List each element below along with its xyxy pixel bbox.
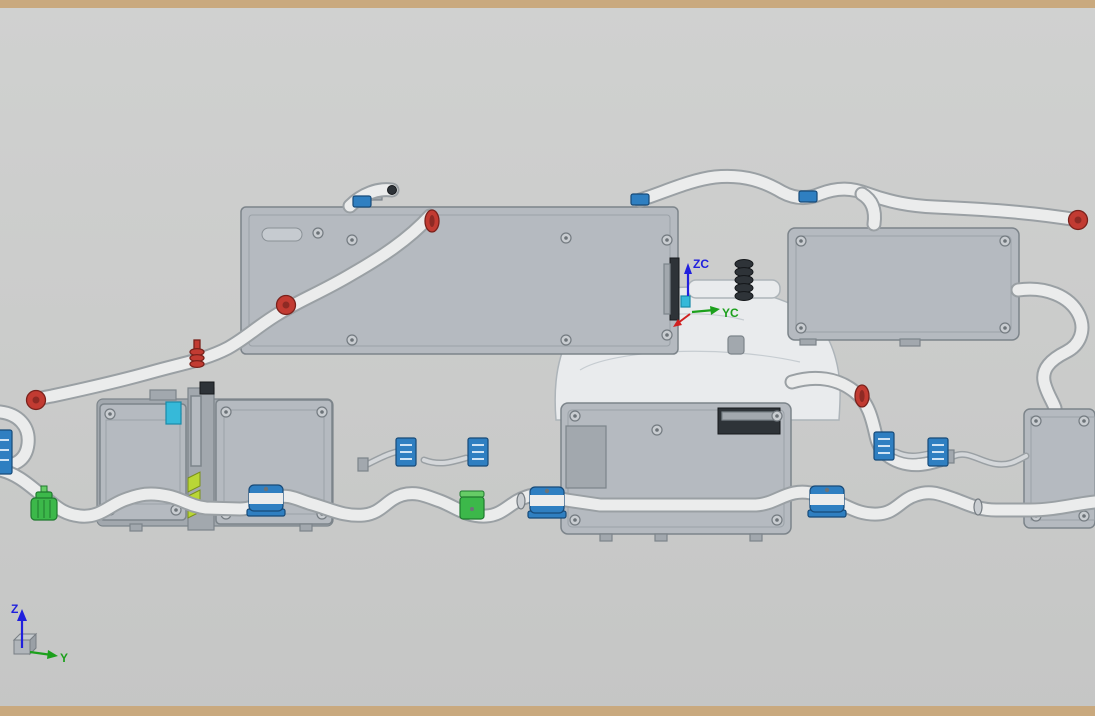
wcs-z-arrow[interactable] <box>684 263 692 274</box>
screw-icon <box>795 235 807 247</box>
main-cover-panel[interactable] <box>240 187 680 355</box>
wcs-y-arrow[interactable] <box>710 306 720 315</box>
wcs-z-label: ZC <box>693 257 709 271</box>
inset-plate <box>565 425 607 489</box>
right-cover-panel[interactable] <box>787 227 1020 347</box>
screw-icon <box>569 410 581 422</box>
small-connector <box>199 381 215 395</box>
panel-tab <box>149 389 177 401</box>
screw-icon <box>1030 415 1042 427</box>
foot <box>129 523 143 532</box>
cable-end <box>357 457 369 472</box>
screw-icon <box>651 424 663 436</box>
green-inline-connector[interactable] <box>459 490 485 520</box>
panel-tab <box>799 338 817 346</box>
red-corrugated-fitting[interactable] <box>189 339 205 369</box>
coolant-port-cyan[interactable] <box>165 401 182 425</box>
blue-saddle-clamp[interactable] <box>246 484 286 517</box>
screw-icon <box>999 235 1011 247</box>
terminal-block[interactable] <box>927 437 949 467</box>
panel-tab <box>899 338 921 347</box>
red-end-knob[interactable] <box>25 389 47 411</box>
red-hose-clamp[interactable] <box>854 384 870 408</box>
green-quick-fitting[interactable] <box>30 485 58 521</box>
blue-hose-clip[interactable] <box>352 195 372 208</box>
screw-icon <box>771 410 783 422</box>
red-hose-clamp[interactable] <box>424 209 440 233</box>
screw-icon <box>1078 415 1090 427</box>
wcs-x-arrow[interactable] <box>673 319 682 327</box>
screw-icon <box>560 334 572 346</box>
screw-icon <box>661 329 673 341</box>
screw-icon <box>220 406 232 418</box>
triad-cube-side <box>29 632 37 656</box>
screw-icon <box>661 234 673 246</box>
left-module-box[interactable] <box>96 381 334 532</box>
window-frame-top <box>0 0 1095 8</box>
screw-icon <box>999 322 1011 334</box>
screw-icon <box>104 408 116 420</box>
blue-hose-clip[interactable] <box>630 193 650 206</box>
housing-port <box>727 335 745 355</box>
blue-hose-clip[interactable] <box>798 190 818 203</box>
screw-icon <box>1078 510 1090 522</box>
screw-icon <box>346 334 358 346</box>
wcs-triad[interactable]: ZC YC <box>673 257 739 327</box>
triad-y-arrow[interactable] <box>47 650 58 659</box>
screw-icon <box>312 227 324 239</box>
terminal-block[interactable] <box>395 437 417 467</box>
lime-label <box>187 471 201 493</box>
top-hose[interactable] <box>350 176 1078 224</box>
view-orientation-triad[interactable]: Z Y <box>11 602 68 665</box>
red-end-knob[interactable] <box>1067 209 1089 231</box>
blue-saddle-clamp[interactable] <box>807 485 847 518</box>
screw-icon <box>316 406 328 418</box>
hose-ring <box>516 492 526 510</box>
screw-icon <box>795 322 807 334</box>
terminal-block[interactable] <box>873 431 895 461</box>
foot <box>599 533 613 542</box>
screw-icon <box>771 514 783 526</box>
foot <box>749 533 763 542</box>
panel-slot <box>261 227 303 242</box>
triad-z-arrow[interactable] <box>17 609 27 621</box>
center-module-box[interactable] <box>560 402 792 542</box>
screw-icon <box>346 234 358 246</box>
corrugated-boot[interactable] <box>734 259 754 301</box>
screw-icon <box>560 232 572 244</box>
hose-cap <box>387 185 397 195</box>
window-frame-bottom <box>0 706 1095 716</box>
terminal-block[interactable] <box>467 437 489 467</box>
red-valve-knob[interactable] <box>275 294 297 316</box>
edge-connector <box>669 257 680 321</box>
foot <box>299 523 313 532</box>
blue-saddle-clamp[interactable] <box>527 486 567 519</box>
triad-y-label: Y <box>60 651 68 665</box>
wcs-origin-handle[interactable] <box>680 295 691 308</box>
foot <box>654 533 668 542</box>
triad-z-label: Z <box>11 602 18 616</box>
hose-ring <box>973 498 983 516</box>
housing-bracket <box>687 279 781 299</box>
wcs-y-label: YC <box>722 306 739 320</box>
screw-icon <box>569 514 581 526</box>
edge-terminal-block[interactable] <box>0 429 13 475</box>
